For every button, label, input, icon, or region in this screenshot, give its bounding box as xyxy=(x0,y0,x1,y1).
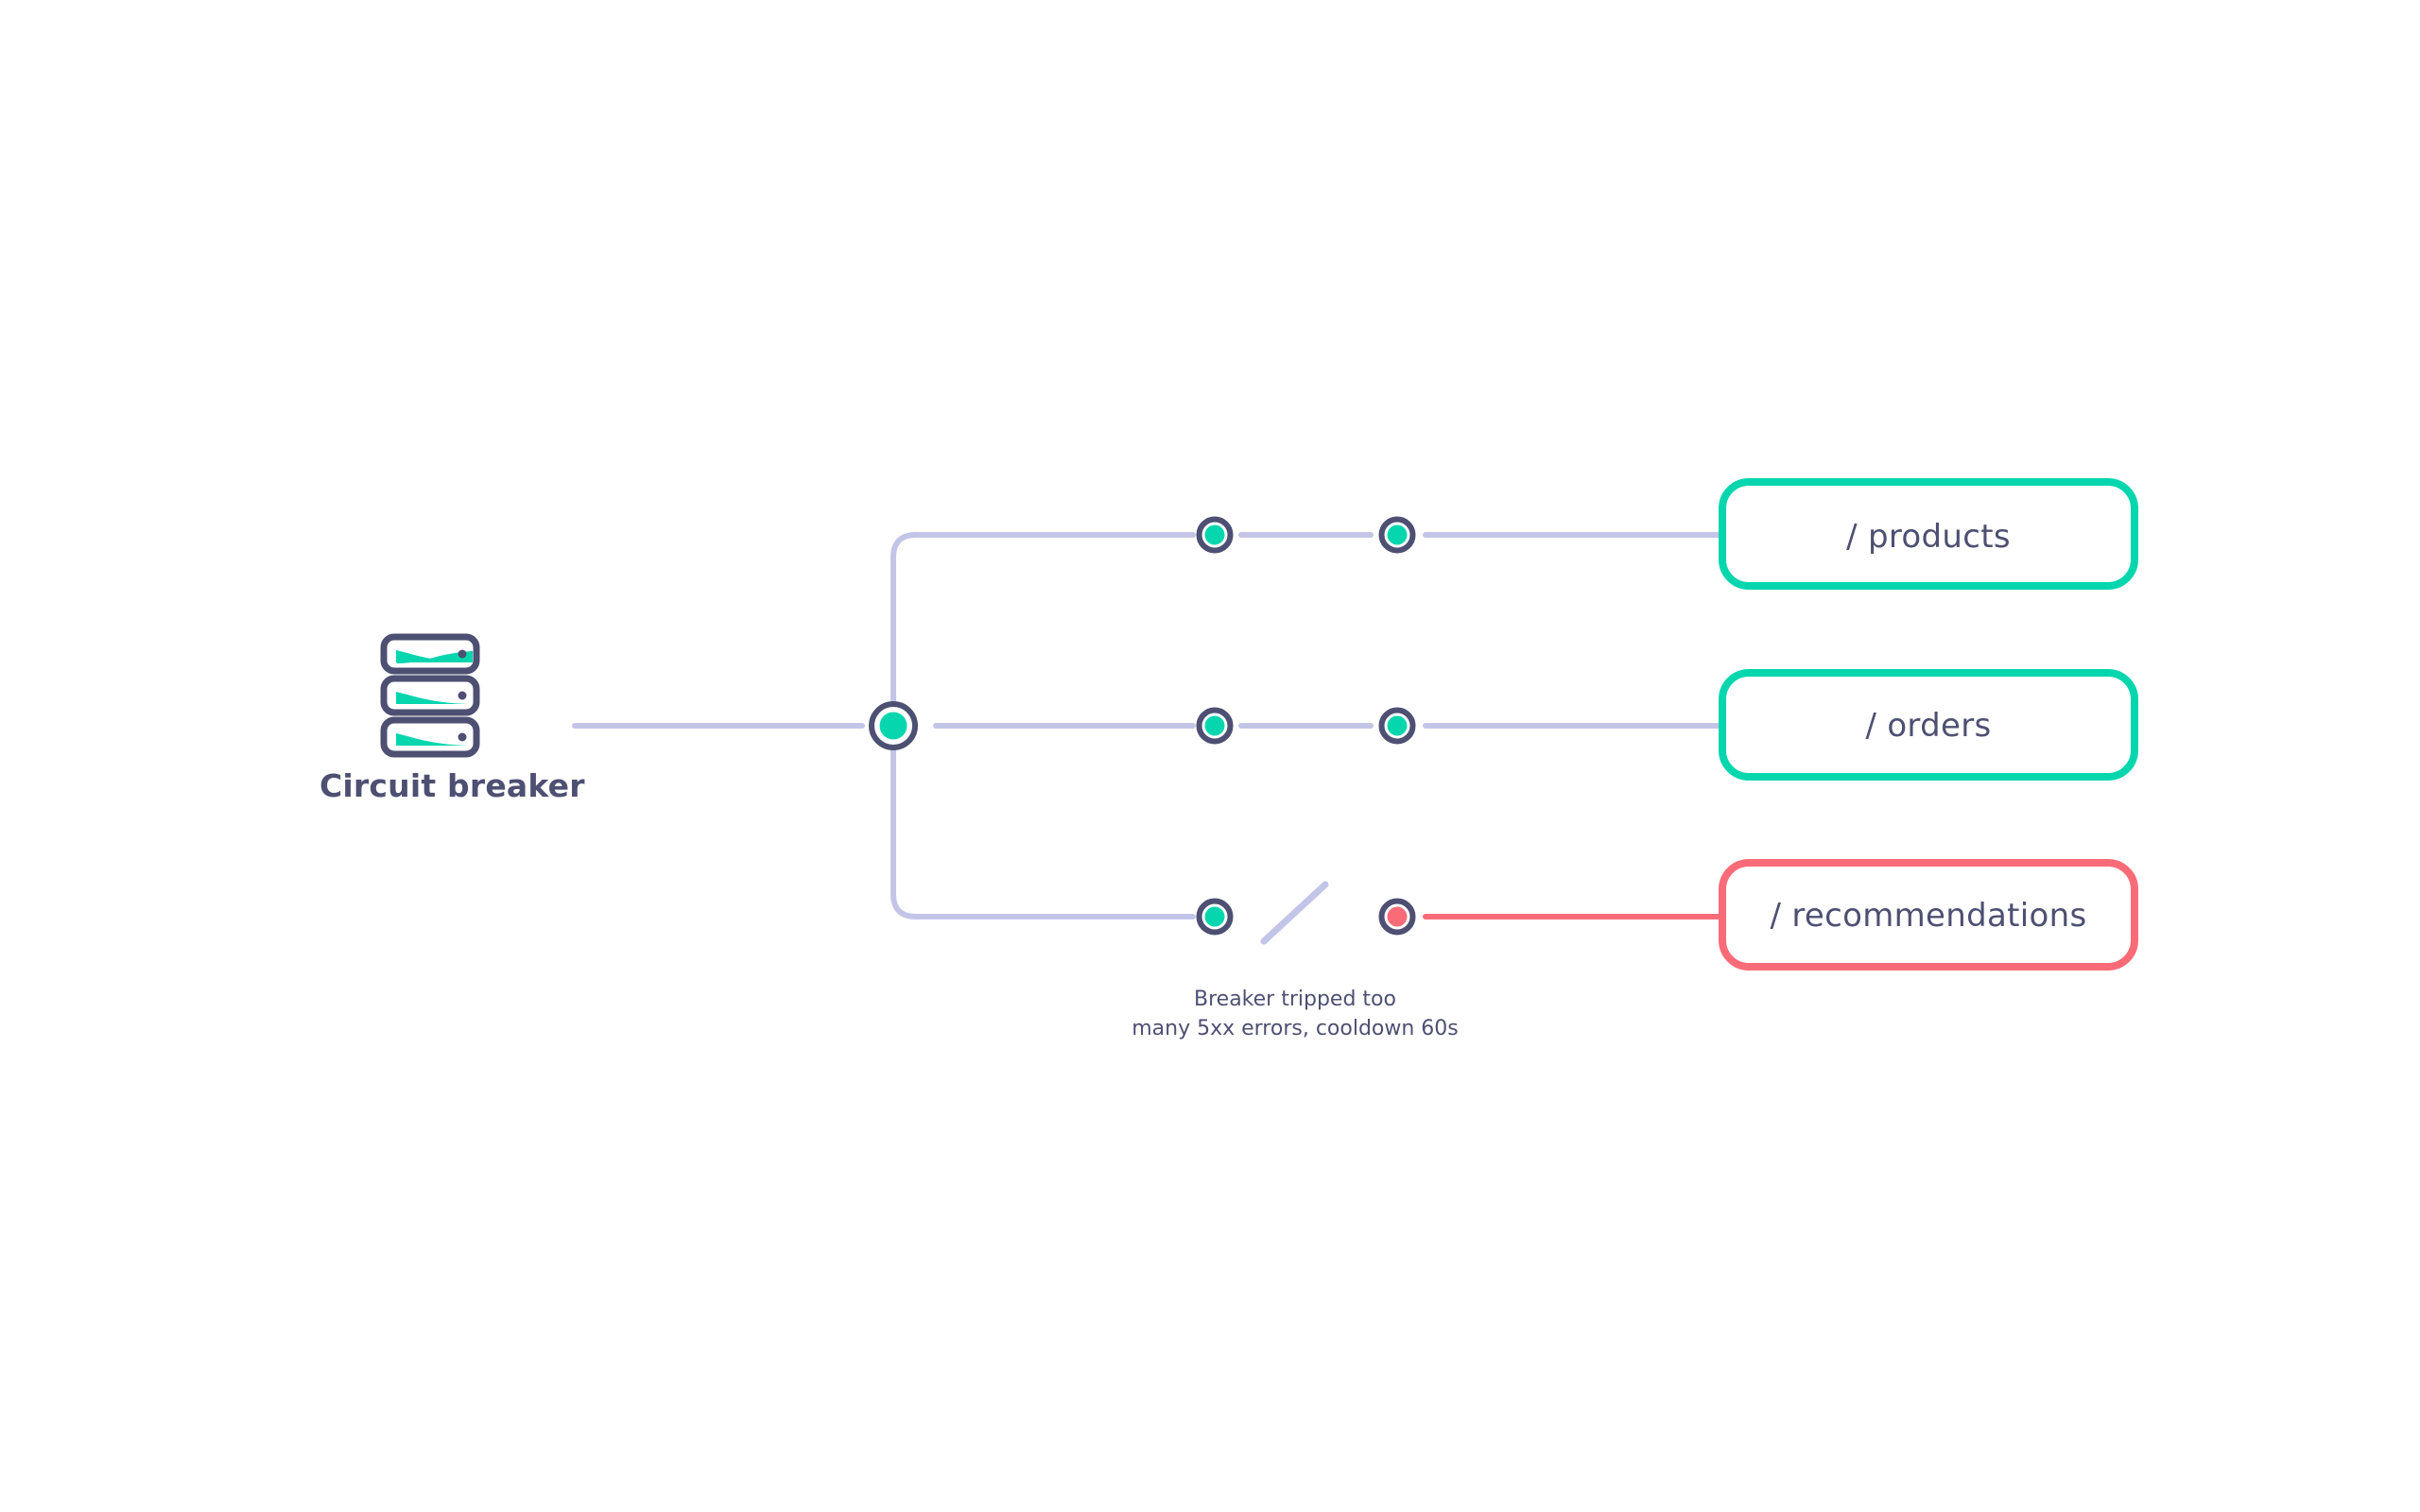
caption-line-2: many 5xx errors, cooldown 60s xyxy=(1132,1017,1459,1040)
recommendations-probe-node[interactable] xyxy=(1196,898,1234,936)
orders-upstream-node[interactable] xyxy=(1378,707,1416,745)
branch-connector-recommendations xyxy=(890,745,1196,919)
server-row-1 xyxy=(380,633,480,675)
server-led-1 xyxy=(458,649,467,659)
branch-connector-products xyxy=(890,532,1196,707)
source-label: Circuit breaker xyxy=(320,767,585,804)
route-label-recommendations: / recommendations xyxy=(1770,897,2087,935)
orders-probe-node[interactable] xyxy=(1196,707,1234,745)
server-stack-icon xyxy=(380,633,480,758)
caption-line-1: Breaker tripped too xyxy=(1194,988,1396,1011)
products-upstream-node[interactable] xyxy=(1378,516,1416,554)
recommendations-upstream-node[interactable] xyxy=(1378,898,1416,936)
server-led-2 xyxy=(458,691,467,700)
server-led-3 xyxy=(458,732,467,742)
route-label-products: / products xyxy=(1846,518,2011,556)
server-activity-curve xyxy=(397,651,473,663)
products-probe-node[interactable] xyxy=(1196,516,1234,554)
route-box-recommendations[interactable] xyxy=(1719,859,2138,971)
route-label-orders: / orders xyxy=(1865,707,1992,745)
broken-link-slash-icon xyxy=(1260,881,1329,945)
server-row-3 xyxy=(380,716,480,758)
server-row-2 xyxy=(380,675,480,716)
router-hub-node[interactable] xyxy=(869,701,918,750)
route-box-orders[interactable] xyxy=(1719,669,2138,781)
route-box-products[interactable] xyxy=(1719,478,2138,590)
breaker-tripped-caption: Breaker tripped too many 5xx errors, coo… xyxy=(1059,985,1531,1043)
